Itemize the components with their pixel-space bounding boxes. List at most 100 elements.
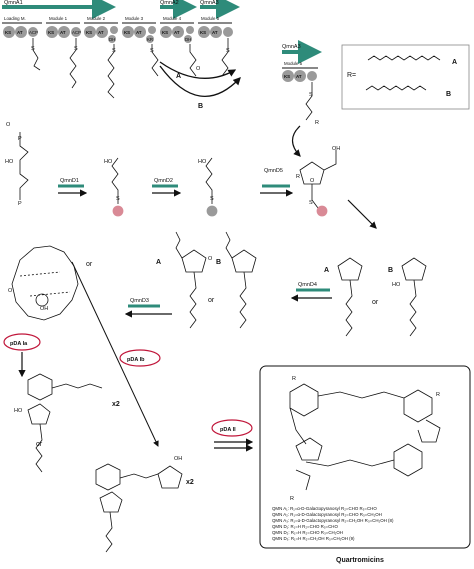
arrow-to-row3 — [347, 199, 377, 229]
r2-label: R — [436, 392, 440, 398]
thioester-s: S — [150, 48, 154, 54]
tetronate-acp-intermediate — [299, 150, 337, 217]
hydroxyl-label: OH — [40, 306, 48, 312]
compound-qmn-d3: QMN D₃: R₁=H R₂=CH₂OH R₃=CH₂OH (9) — [272, 536, 355, 541]
row3-a1-label: A — [156, 259, 161, 266]
at-domain: AT — [17, 30, 23, 35]
module-4-label: Module 4 — [163, 16, 182, 21]
r-equals-label: R= — [347, 72, 356, 79]
r-group-a-structure — [367, 55, 441, 61]
ks-domain: KS — [48, 30, 54, 35]
module-1-label: Module 1 — [49, 16, 68, 21]
kr-domain: KR — [147, 37, 153, 42]
module-5-label: Module 5 — [201, 16, 220, 21]
pda-ii-label: pDA II — [220, 427, 236, 433]
thioester-s: S — [226, 48, 230, 54]
at-domain: AT — [212, 30, 218, 35]
x2-label-top: x2 — [112, 401, 120, 408]
qmnA3-right-label: QmnA3 — [282, 44, 301, 50]
ring-oxygen: O — [310, 178, 315, 184]
module-3-label: Module 3 — [125, 16, 144, 21]
x2-label-bottom: x2 — [186, 479, 194, 486]
oxygen-atom: O — [8, 288, 13, 294]
branch-a-label: A — [176, 73, 181, 80]
compound-qmn-a1: QMN A₁: R₁=α-D-Galactopyranosyl R₂=CHO R… — [272, 506, 377, 511]
macrocycle-precursor — [11, 245, 79, 321]
quartromicin-macrocycle — [289, 383, 441, 491]
qmnD2-label: QmnD2 — [154, 178, 173, 184]
ks-domain: KS — [124, 30, 130, 35]
carbonyl-o: O — [208, 256, 213, 262]
module-5-right-label: Module 5 — [284, 61, 303, 66]
thioester-s: S — [31, 46, 35, 52]
or-label-3: or — [86, 261, 93, 268]
tetronate-a-free — [337, 257, 363, 337]
at-domain: AT — [174, 30, 180, 35]
row3-b2-label: B — [388, 267, 393, 274]
tetronate-b-free — [401, 257, 427, 337]
r1-label: R — [292, 376, 296, 382]
thioester-s: S — [309, 200, 313, 206]
compound-qmn-d1: QMN D₁: R₁=H R₂=CHO R₃=CHO — [272, 524, 338, 529]
thioester-s: S — [309, 92, 313, 98]
compound-qmn-a3: QMN A₃: R₁=α-D-Galactopyranosyl R₂=CH₂OH… — [272, 518, 394, 523]
ks-domain: KS — [86, 30, 92, 35]
tetronate-b-acetyl — [225, 231, 257, 329]
dh-domain: DH — [109, 37, 115, 42]
at-domain: AT — [60, 30, 66, 35]
qmnD5-label: QmnD5 — [264, 168, 283, 174]
qmnA1-label: QmnA1 — [4, 0, 23, 6]
r-group-a-label: A — [452, 59, 457, 66]
pda-ib-label: pDA Ib — [127, 357, 145, 363]
qmnA3-label: QmnA3 — [200, 0, 219, 6]
acp-bound-intermediates — [32, 38, 229, 99]
arrow-to-tetronate — [291, 125, 301, 157]
branch-b-label: B — [198, 103, 203, 110]
hydroxyl-label: OH — [332, 146, 340, 152]
or-label-1: or — [208, 297, 215, 304]
r3-label: R — [290, 496, 294, 502]
r-group-b-label: B — [446, 91, 451, 98]
loading-module-label: Loading M. — [4, 16, 26, 21]
ks-domain: KS — [200, 30, 206, 35]
hydroxyl-label: HO — [14, 408, 23, 414]
spirotetronate-b — [95, 463, 183, 553]
qmnD3-label: QmnD3 — [130, 298, 149, 304]
compound-qmn-a2: QMN A₂: R₁=α-D-Galactopyranosyl R₂=CHO R… — [272, 512, 382, 517]
compound-qmn-d2: QMN D₂: R₁=H R₂=CHO R₃=CH₂OH — [272, 530, 343, 535]
arrow-pda-ib — [71, 261, 159, 447]
phosphorus: P — [18, 136, 22, 142]
at-domain: AT — [98, 30, 104, 35]
branch-arrows — [159, 61, 241, 97]
tetronate-a-acetyl — [175, 231, 207, 329]
hydroxyl-label: HO — [198, 159, 207, 165]
r-group: R — [296, 174, 300, 180]
at-domain: AT — [296, 74, 302, 79]
dh-domain: DH — [185, 37, 191, 42]
qmnD4-label: QmnD4 — [298, 282, 317, 288]
ks-domain: KS — [162, 30, 168, 35]
hydroxyl-label: HO — [5, 159, 14, 165]
or-label-4: or — [36, 441, 43, 448]
row3-b1-label: B — [216, 259, 221, 266]
thioester-s: S — [210, 196, 214, 202]
at-domain: AT — [136, 30, 142, 35]
product-title: Quartromicins — [336, 557, 384, 564]
spirotetronate-a — [27, 373, 103, 473]
thioester-s: S — [74, 46, 78, 52]
hydroxyl-label: HO — [104, 159, 113, 165]
compound-list: QMN A₁: R₁=α-D-Galactopyranosyl R₂=CHO R… — [272, 506, 394, 541]
acp-domain: ACP — [29, 30, 38, 35]
acp-domain: ACP — [72, 30, 81, 35]
thioester-s: S — [112, 48, 116, 54]
r-group: R — [315, 120, 319, 126]
hydroxyl-label: OH — [174, 456, 182, 462]
pda-ii-badge: pDA II — [211, 419, 253, 437]
qmnD1-label: QmnD1 — [60, 178, 79, 184]
thioester-s: S — [116, 196, 120, 202]
pda-ib-badge: pDA Ib — [119, 349, 161, 367]
pks-domain-row: KS AT ACP KS AT ACP KS AT DH KS AT KR KS… — [3, 26, 233, 43]
r-group-b-structure — [365, 85, 427, 91]
hydroxyl-label: HO — [392, 282, 401, 288]
